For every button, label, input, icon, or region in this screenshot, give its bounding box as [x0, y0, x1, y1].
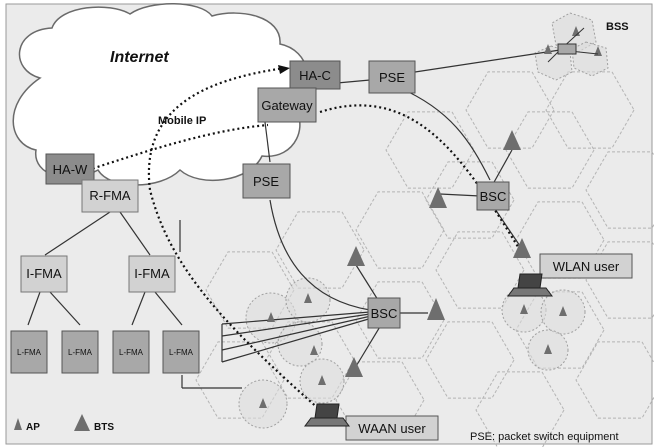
mobility-paths	[87, 66, 521, 411]
internet-label: Internet	[110, 49, 169, 66]
bsc-upper-box: BSC	[476, 181, 510, 211]
bts-icon	[345, 357, 363, 377]
svg-text:PSE: PSE	[253, 174, 279, 189]
ap-icon	[259, 398, 267, 408]
i-fma-1-box: I-FMA	[20, 255, 68, 293]
hex-cell	[585, 241, 654, 319]
hex-cell	[425, 161, 515, 239]
svg-text:Gateway: Gateway	[261, 98, 313, 113]
wlan-user-box: WLAN user	[539, 253, 633, 279]
hex-cell	[355, 191, 445, 269]
waan-user-box: WAAN user	[345, 415, 439, 441]
svg-text:BSC: BSC	[371, 306, 398, 321]
legend-bts-label: BTS	[94, 422, 114, 433]
l-fma-3-box: L-FMA	[112, 330, 150, 374]
hex-cell	[475, 371, 565, 447]
ap-icon	[559, 306, 567, 316]
l-fma-1-box: L-FMA	[10, 330, 48, 374]
bss-hub	[547, 27, 599, 63]
laptop-icon-wlan	[507, 273, 553, 297]
ap-icon	[310, 345, 318, 355]
svg-text:I-FMA: I-FMA	[134, 266, 170, 281]
svg-text:R-FMA: R-FMA	[89, 188, 130, 203]
ap-icon	[267, 312, 275, 322]
hex-cell	[335, 361, 425, 439]
svg-text:L-FMA: L-FMA	[119, 348, 144, 357]
ap-icon	[544, 344, 552, 354]
ap-icon	[318, 375, 326, 385]
bts-icon	[427, 298, 445, 320]
bts-icon	[347, 246, 365, 266]
hex-cell	[585, 151, 654, 229]
ap-legend-icon	[14, 418, 22, 430]
bts-legend-icon	[74, 414, 90, 431]
hex-cell	[275, 211, 365, 289]
bsc-lower-box: BSC	[367, 297, 401, 329]
ap-icon	[520, 304, 528, 314]
hex-cell	[435, 231, 525, 309]
ap-icon	[544, 44, 552, 54]
pse-top-box: PSE	[368, 60, 416, 94]
svg-text:PSE: PSE	[379, 70, 405, 85]
svg-text:L-FMA: L-FMA	[169, 348, 194, 357]
svg-text:HA-W: HA-W	[53, 162, 88, 177]
pse-middle-box: PSE	[242, 163, 291, 199]
ha-c-box: HA-C	[289, 60, 341, 90]
svg-text:L-FMA: L-FMA	[17, 348, 42, 357]
l-fma-4-box: L-FMA	[162, 330, 200, 374]
gateway-box: Gateway	[257, 87, 317, 123]
bss-label: BSS	[606, 21, 629, 33]
laptop-icon-waan	[304, 403, 350, 427]
hex-cell	[385, 111, 475, 189]
svg-text:HA-C: HA-C	[299, 68, 331, 83]
pse-footnote: PSE: packet switch equipment	[470, 431, 619, 443]
l-fma-2-box: L-FMA	[61, 330, 99, 374]
ap-icon	[304, 293, 312, 303]
svg-text:WLAN user: WLAN user	[553, 259, 620, 274]
hex-cell	[205, 251, 295, 329]
hex-cell	[545, 71, 635, 149]
svg-text:L-FMA: L-FMA	[68, 348, 93, 357]
bts-icon	[513, 238, 531, 258]
mobile-ip-label: Mobile IP	[158, 115, 206, 127]
ha-w-box: HA-W	[45, 153, 95, 185]
bts-icon	[503, 130, 521, 150]
r-fma-box: R-FMA	[81, 179, 139, 213]
svg-text:BSC: BSC	[480, 189, 507, 204]
hex-cell	[425, 321, 515, 399]
i-fma-2-box: I-FMA	[128, 255, 176, 293]
mobile-ip-arrow-head	[278, 65, 290, 74]
hex-cell	[575, 341, 654, 419]
svg-text:I-FMA: I-FMA	[26, 266, 62, 281]
bts-icon	[429, 187, 447, 208]
hex-cell	[465, 71, 555, 149]
bts-towers	[345, 130, 531, 377]
hex-cell	[195, 341, 285, 419]
legend-ap-label: AP	[26, 422, 40, 433]
svg-text:WAAN user: WAAN user	[358, 421, 426, 436]
ap-markers	[259, 26, 602, 408]
